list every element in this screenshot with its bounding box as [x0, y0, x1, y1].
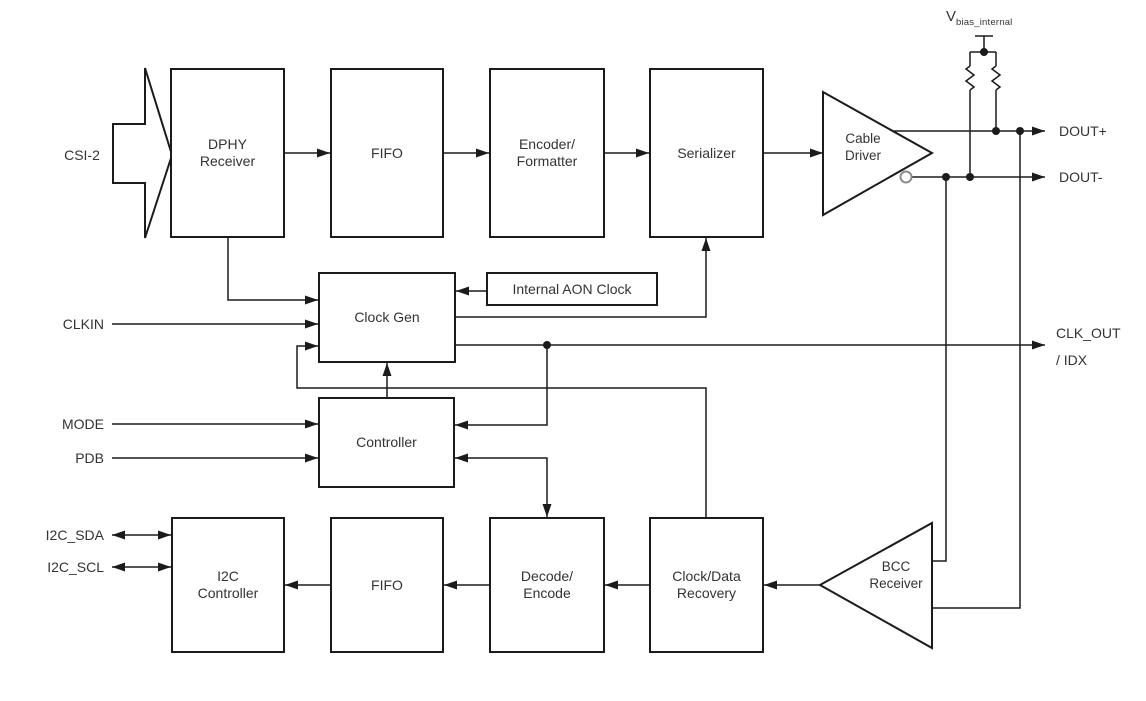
vbias-network	[964, 35, 1002, 177]
block-label: Encoder/	[518, 136, 576, 152]
label-i2c-scl: I2C_SCL	[47, 559, 104, 575]
label-idx: / IDX	[1056, 352, 1088, 368]
block-label: DPHY	[208, 136, 247, 152]
label-csi2: CSI-2	[64, 147, 100, 163]
block-label: Decode/	[520, 568, 574, 584]
label-clkin: CLKIN	[62, 316, 104, 332]
block-label: Clock Gen	[354, 309, 420, 325]
block-label: FIFO	[371, 576, 403, 593]
block-clock-data-recovery: Clock/Data Recovery	[649, 517, 764, 653]
label-pdb: PDB	[75, 450, 104, 466]
label-bcc-receiver: BCC Receiver	[869, 559, 923, 591]
block-controller: Controller	[318, 397, 455, 488]
block-label: Formatter	[516, 153, 578, 169]
resistor-right	[990, 65, 1002, 91]
csi2-block-arrow	[112, 67, 174, 239]
inverting-output-bubble	[899, 170, 913, 184]
block-label: Controller	[197, 585, 259, 601]
block-clock-gen: Clock Gen	[318, 272, 456, 363]
block-label: Encode	[523, 585, 571, 601]
block-label: FIFO	[371, 144, 403, 161]
block-label: Clock/Data	[672, 568, 741, 584]
block-label: Internal AON Clock	[512, 280, 632, 297]
label-cable-driver: Cable Driver	[845, 131, 881, 163]
block-fifo-top: FIFO	[330, 68, 444, 238]
block-internal-aon-clock: Internal AON Clock	[486, 272, 658, 306]
label-mode: MODE	[62, 416, 104, 432]
label-dout-minus: DOUT-	[1059, 169, 1103, 185]
block-label: Controller	[356, 434, 417, 450]
block-label: Receiver	[199, 153, 256, 169]
block-i2c-controller: I2C Controller	[171, 517, 285, 653]
block-dphy-receiver: DPHY Receiver	[170, 68, 285, 238]
label-dout-plus: DOUT+	[1059, 123, 1107, 139]
block-label: I2C	[217, 568, 239, 584]
block-label: Recovery	[676, 585, 737, 601]
resistor-left	[964, 65, 976, 91]
block-serializer: Serializer	[649, 68, 764, 238]
label-clk-out: CLK_OUT	[1056, 325, 1121, 341]
label-i2c-sda: I2C_SDA	[45, 527, 104, 543]
label-vbias-internal: Vbias_internal	[946, 8, 1013, 28]
block-label: Serializer	[677, 144, 736, 161]
block-fifo-bottom: FIFO	[330, 517, 444, 653]
block-encoder-formatter: Encoder/ Formatter	[489, 68, 605, 238]
block-decode-encode: Decode/ Encode	[489, 517, 605, 653]
